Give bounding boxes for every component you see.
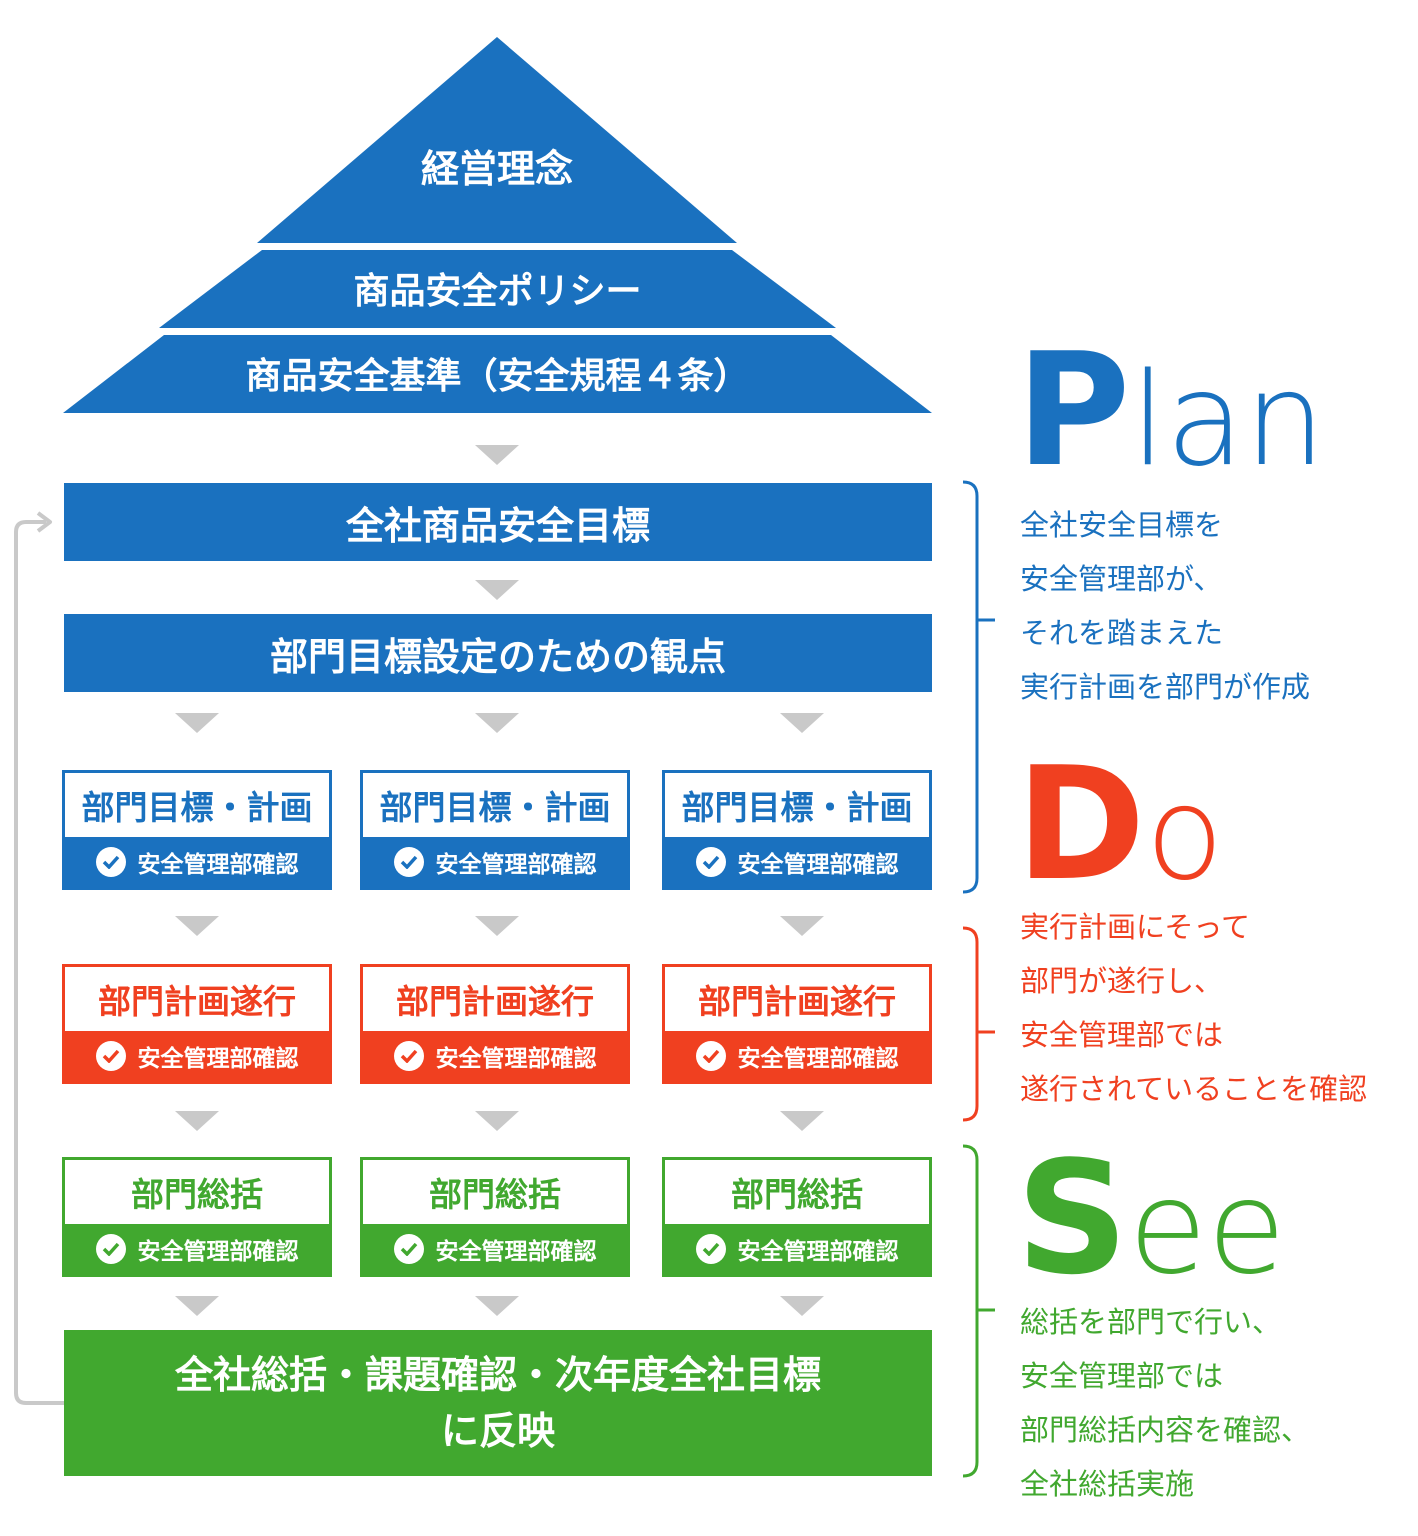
check-circle-icon xyxy=(95,847,126,877)
plan-card-title: 部門目標・計画 xyxy=(681,788,913,827)
see-heading: See xyxy=(1016,1140,1286,1296)
do-card-title: 部門計画遂行 xyxy=(698,982,896,1021)
flow-arrow xyxy=(475,916,519,936)
confirm-label: 安全管理部確認 xyxy=(737,1046,899,1072)
flow-arrow xyxy=(175,916,219,936)
do-desc-line: 実行計画にそって xyxy=(1020,910,1250,944)
see-description: 総括を部門で行い、 安全管理部では 部門総括内容を確認、 全社総括実施 xyxy=(1020,1295,1310,1511)
plan-heading: Plan xyxy=(1016,332,1325,488)
flow-arrow xyxy=(175,713,219,733)
plan-card-title: 部門目標・計画 xyxy=(81,788,313,827)
confirm-strip: 安全管理部確認 xyxy=(65,837,329,887)
do-card-title: 部門計画遂行 xyxy=(98,982,296,1021)
flow-arrow xyxy=(175,1111,219,1131)
flow-arrow xyxy=(780,713,824,733)
flow-arrow xyxy=(475,580,519,600)
pyramid-layer-top-shape xyxy=(257,37,737,243)
confirm-strip: 安全管理部確認 xyxy=(65,1224,329,1274)
flow-arrow xyxy=(780,916,824,936)
see-desc-line: 部門総括内容を確認、 xyxy=(1020,1413,1311,1447)
confirm-strip: 安全管理部確認 xyxy=(665,837,929,887)
pyramid-label-philosophy: 経営理念 xyxy=(420,146,573,191)
pyramid-label-standard: 商品安全基準（安全規程４条） xyxy=(245,356,750,397)
company-summary-bar: 全社総括・課題確認・次年度全社目標 に反映 xyxy=(64,1330,932,1476)
do-card-2: 部門計画遂行 安全管理部確認 xyxy=(360,964,630,1084)
flow-arrow xyxy=(780,1296,824,1316)
see-card-title: 部門総括 xyxy=(131,1175,263,1214)
confirm-label: 安全管理部確認 xyxy=(737,1239,899,1265)
do-bracket xyxy=(962,926,995,1122)
flow-arrow xyxy=(475,1111,519,1131)
confirm-label: 安全管理部確認 xyxy=(435,1239,597,1265)
see-desc-line: 全社総括実施 xyxy=(1020,1467,1195,1501)
check-circle-icon xyxy=(393,1234,424,1264)
confirm-label: 安全管理部確認 xyxy=(435,1046,597,1072)
do-desc-line: 安全管理部では xyxy=(1020,1018,1224,1052)
confirm-label: 安全管理部確認 xyxy=(137,852,299,878)
check-circle-icon xyxy=(393,847,424,877)
confirm-strip: 安全管理部確認 xyxy=(363,1224,627,1274)
plan-card-1: 部門目標・計画 安全管理部確認 xyxy=(62,770,332,890)
pyramid-label-policy: 商品安全ポリシー xyxy=(353,271,642,312)
check-circle-icon xyxy=(695,1041,726,1071)
plan-card-3: 部門目標・計画 安全管理部確認 xyxy=(662,770,932,890)
policy-pyramid xyxy=(63,37,932,413)
check-circle-icon xyxy=(95,1234,126,1264)
do-rest: o xyxy=(1145,760,1224,909)
plan-rest: lan xyxy=(1130,346,1326,495)
check-circle-icon xyxy=(95,1041,126,1071)
confirm-strip: 安全管理部確認 xyxy=(665,1031,929,1081)
confirm-strip: 安全管理部確認 xyxy=(665,1224,929,1274)
plan-bracket xyxy=(962,480,995,894)
see-card-title: 部門総括 xyxy=(429,1175,561,1214)
see-rest: ee xyxy=(1128,1154,1286,1303)
department-viewpoint-bar: 部門目標設定のための観点 xyxy=(64,614,932,692)
confirm-label: 安全管理部確認 xyxy=(137,1046,299,1072)
do-desc-line: 遂行されていることを確認 xyxy=(1020,1072,1368,1106)
flow-arrow xyxy=(175,1296,219,1316)
flow-arrow xyxy=(475,445,519,465)
company-safety-goal-bar: 全社商品安全目標 xyxy=(64,483,932,561)
flow-arrow xyxy=(475,713,519,733)
plan-card-2: 部門目標・計画 安全管理部確認 xyxy=(360,770,630,890)
check-circle-icon xyxy=(695,847,726,877)
see-card-1: 部門総括 安全管理部確認 xyxy=(62,1157,332,1277)
do-cap: D xyxy=(1016,733,1146,915)
see-card-2: 部門総括 安全管理部確認 xyxy=(360,1157,630,1277)
check-circle-icon xyxy=(695,1234,726,1264)
plan-desc-line: 全社安全目標を xyxy=(1020,508,1224,542)
see-desc-line: 安全管理部では xyxy=(1020,1359,1224,1393)
summary-line-2: に反映 xyxy=(440,1409,555,1453)
plan-desc-line: 実行計画を部門が作成 xyxy=(1020,670,1311,704)
confirm-strip: 安全管理部確認 xyxy=(363,837,627,887)
see-card-title: 部門総括 xyxy=(731,1175,863,1214)
check-circle-icon xyxy=(393,1041,424,1071)
confirm-label: 安全管理部確認 xyxy=(137,1239,299,1265)
do-card-1: 部門計画遂行 安全管理部確認 xyxy=(62,964,332,1084)
confirm-strip: 安全管理部確認 xyxy=(363,1031,627,1081)
confirm-strip: 安全管理部確認 xyxy=(65,1031,329,1081)
plan-card-title: 部門目標・計画 xyxy=(379,788,611,827)
confirm-label: 安全管理部確認 xyxy=(435,852,597,878)
do-desc-line: 部門が遂行し、 xyxy=(1020,964,1224,998)
plan-desc-line: それを踏まえた xyxy=(1020,616,1224,650)
flow-arrow xyxy=(475,1296,519,1316)
do-card-title: 部門計画遂行 xyxy=(396,982,594,1021)
summary-line-1: 全社総括・課題確認・次年度全社目標 xyxy=(174,1353,821,1397)
loop-back-connector xyxy=(14,511,64,1405)
do-heading: Do xyxy=(1016,746,1224,902)
plan-description: 全社安全目標を 安全管理部が、 それを踏まえた 実行計画を部門が作成 xyxy=(1020,498,1310,714)
plan-desc-line: 安全管理部が、 xyxy=(1020,562,1223,596)
see-card-3: 部門総括 安全管理部確認 xyxy=(662,1157,932,1277)
see-bracket xyxy=(962,1144,995,1478)
see-desc-line: 総括を部門で行い、 xyxy=(1020,1305,1282,1339)
pyramid-layer-middle-shape xyxy=(159,250,836,328)
flow-arrow xyxy=(780,1111,824,1131)
plan-cap: P xyxy=(1016,319,1131,501)
confirm-label: 安全管理部確認 xyxy=(737,852,899,878)
do-description: 実行計画にそって 部門が遂行し、 安全管理部では 遂行されていることを確認 xyxy=(1020,900,1367,1116)
pyramid-layer-bottom-shape xyxy=(63,335,932,413)
see-cap: S xyxy=(1016,1127,1129,1309)
do-card-3: 部門計画遂行 安全管理部確認 xyxy=(662,964,932,1084)
